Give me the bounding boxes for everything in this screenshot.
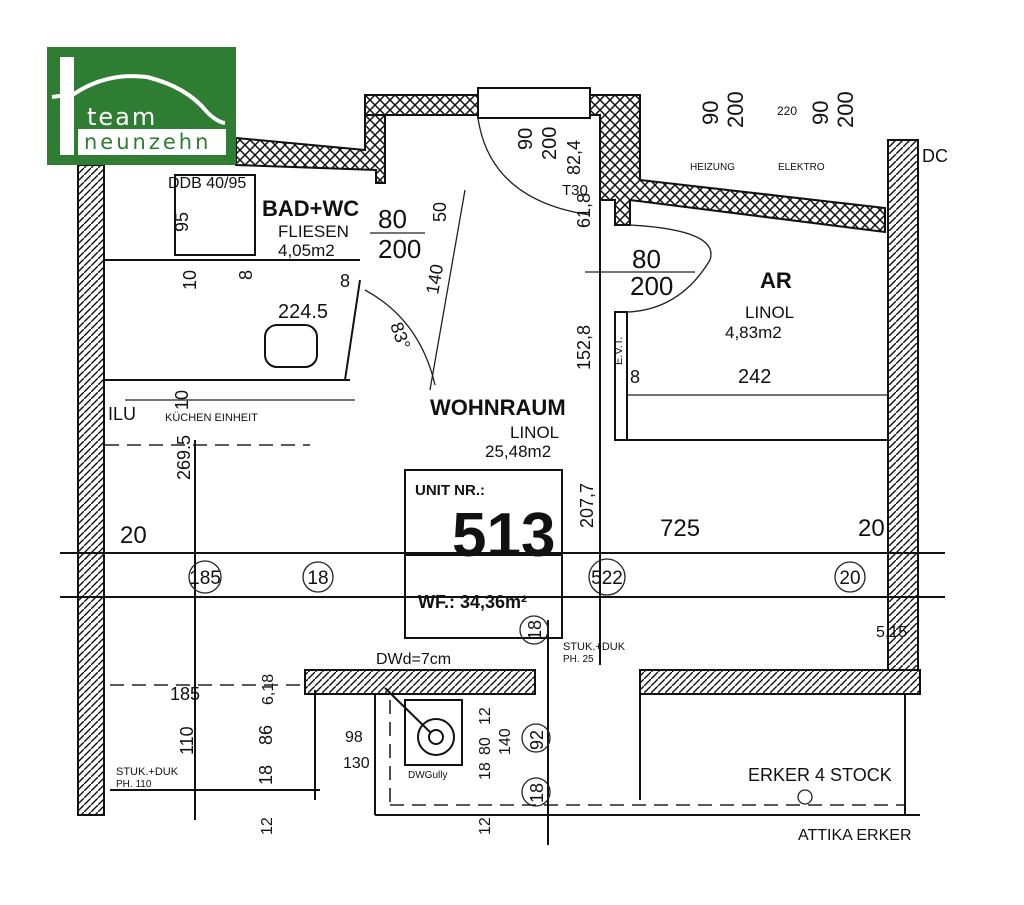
dim: 140 <box>497 728 514 755</box>
living-floor: LINOL <box>510 423 559 442</box>
t30-label: T30 <box>562 182 588 199</box>
erker-label: ERKER 4 STOCK <box>748 765 892 785</box>
dim: 5,15 <box>876 624 907 641</box>
logo-text-team: team <box>87 103 158 131</box>
angle-label: 83° <box>386 320 414 352</box>
dim: 98 <box>345 729 363 746</box>
dim: 242 <box>738 366 771 388</box>
dim: 18 <box>477 762 494 780</box>
dim: 61,8 <box>574 193 594 228</box>
shower-label: DDB 40/95 <box>168 175 246 192</box>
dim: 12 <box>477 817 494 835</box>
dim: 86 <box>256 725 276 745</box>
dim: 140 <box>422 263 447 296</box>
dim-circled: 185 <box>189 568 221 589</box>
dim: 200 <box>723 91 748 128</box>
ph-label-2: PH. 25 <box>563 654 594 665</box>
dim: 90 <box>808 101 833 125</box>
dim: 110 <box>177 726 197 755</box>
unit-box: UNIT NR.: 513 WF.: 34,36m² <box>415 482 555 612</box>
storage-area: 4,83m2 <box>725 323 782 342</box>
dim: 80 <box>477 737 494 755</box>
dimensions: 95 80 200 50 140 8 8 224.5 10 10 269.5 2… <box>120 91 907 835</box>
dim: 269.5 <box>174 435 194 480</box>
elektro-label: ELEKTRO <box>778 162 825 173</box>
dim: 10 <box>172 390 192 410</box>
plan-lines <box>60 117 945 845</box>
dim: 6,18 <box>260 674 277 705</box>
dwgully-label: DWGully <box>408 770 447 781</box>
storage-floor: LINOL <box>745 303 794 322</box>
room-labels: BAD+WC FLIESEN 4,05m2 WOHNRAUM LINOL 25,… <box>262 196 794 461</box>
dc-label: DC <box>922 146 948 166</box>
dim-circled: 92 <box>527 730 547 750</box>
dim: 95 <box>172 212 192 232</box>
dim-circled: 18 <box>527 783 547 803</box>
stuk-label-2: STUK.+DUK <box>563 641 626 653</box>
dim: 130 <box>343 755 370 772</box>
logo-text-neunzehn: neunzehn <box>78 129 226 155</box>
dim: 82,4 <box>564 140 584 175</box>
ilu-label: ILU <box>108 404 136 424</box>
dim: 20 <box>120 522 147 549</box>
team-neunzehn-logo: team neunzehn <box>47 47 236 165</box>
dim: 20 <box>858 515 885 542</box>
circled-dimensions: 185 18 522 20 18 92 18 <box>188 558 866 807</box>
dim: 224.5 <box>278 301 328 323</box>
bath-floor: FLIESEN <box>278 222 349 241</box>
attika-label: ATTIKA ERKER <box>798 827 912 844</box>
dim: 18 <box>256 765 276 785</box>
dim: 8 <box>236 270 256 280</box>
dim: 200 <box>378 234 421 264</box>
dim: 220 <box>777 104 797 118</box>
dim: 80 <box>632 244 661 274</box>
bath-area: 4,05m2 <box>278 241 335 260</box>
dim: 200 <box>630 271 673 301</box>
dim: 152,8 <box>574 325 594 370</box>
dim-circled: 522 <box>591 568 623 589</box>
dim: 12 <box>259 817 276 835</box>
dim-circled: 18 <box>525 620 545 640</box>
living-area: 25,48m2 <box>485 442 551 461</box>
dim-circled: 20 <box>839 568 860 589</box>
dwd-label: DWd=7cm <box>376 651 451 668</box>
walls <box>77 87 921 816</box>
dim: 10 <box>180 270 200 290</box>
dim-circled: 18 <box>307 568 328 589</box>
heizung-label: HEIZUNG <box>690 162 735 173</box>
stuk-label-1: STUK.+DUK <box>116 766 179 778</box>
dim: 185 <box>170 684 200 704</box>
dim: 200 <box>539 127 561 160</box>
dim: 50 <box>430 202 450 222</box>
dim: 90 <box>515 128 537 150</box>
dim: 8 <box>630 367 640 387</box>
dim: 207,7 <box>577 483 597 528</box>
living-name: WOHNRAUM <box>430 395 566 420</box>
kitchen-label: KÜCHEN EINHEIT <box>165 412 258 424</box>
ph-label-1: PH. 110 <box>116 779 152 790</box>
dim: 90 <box>698 101 723 125</box>
dim: 80 <box>378 204 407 234</box>
dim: 200 <box>833 91 858 128</box>
unit-label: UNIT NR.: <box>415 482 485 499</box>
logo-mark <box>51 57 226 155</box>
bath-name: BAD+WC <box>262 196 359 221</box>
storage-name: AR <box>760 268 792 293</box>
unit-area: WF.: 34,36m² <box>418 592 527 612</box>
dim: 725 <box>660 515 700 542</box>
evt-label: E.V.T. <box>613 337 625 365</box>
annotations: KÜCHEN EINHEIT ILU DDB 40/95 HEIZUNG ELE… <box>108 146 948 844</box>
dim: 12 <box>477 707 494 725</box>
unit-number: 513 <box>452 501 555 570</box>
dim: 8 <box>340 271 350 291</box>
